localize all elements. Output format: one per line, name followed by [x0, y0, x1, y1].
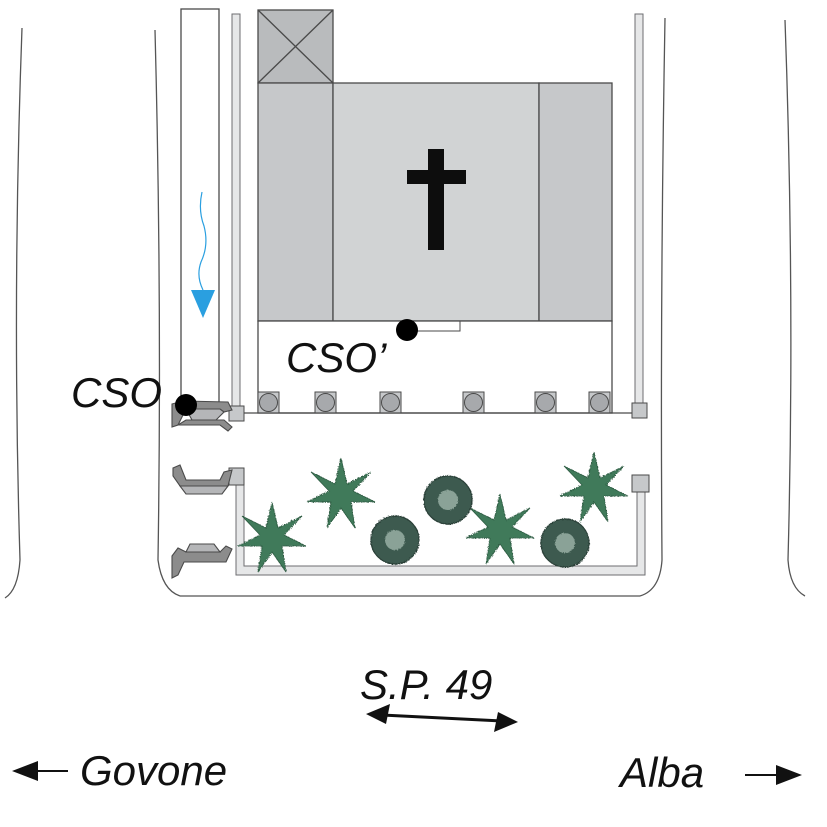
plant-icon [465, 493, 535, 565]
road-edge-left-inner [154, 29, 181, 597]
road-edge-right [784, 19, 806, 597]
double-arrow-icon [366, 704, 518, 732]
right-destination-label: Alba [617, 749, 704, 796]
plant-icon [423, 475, 473, 525]
cso-point [175, 394, 197, 416]
right-wall [634, 13, 644, 411]
manhole [314, 391, 337, 414]
manhole [257, 391, 280, 414]
culvert-icon [172, 464, 233, 495]
left-destination-label: Govone [80, 747, 227, 794]
church-building [257, 9, 613, 322]
cso-label: CSO [71, 369, 162, 416]
wall-post [631, 402, 648, 419]
manhole-row [257, 391, 611, 414]
manhole [462, 391, 485, 414]
flow-arrow-icon [191, 191, 215, 318]
culvert-icon [171, 543, 233, 579]
left-wall [231, 13, 241, 411]
manhole [534, 391, 557, 414]
road-edge-right-inner [639, 17, 666, 597]
side-chapel-right [538, 82, 613, 322]
plant-icon [370, 515, 420, 565]
road-label: S.P. 49 [360, 661, 492, 708]
cso-prime-point [396, 319, 418, 341]
cso-prime-label: CSO’ [286, 334, 387, 381]
plant-icon [306, 457, 376, 529]
arrow-right-icon [745, 765, 802, 785]
plant-icon [559, 451, 629, 523]
manhole [379, 391, 402, 414]
arrow-left-icon [12, 761, 68, 781]
manhole [588, 391, 611, 414]
plant-icon [540, 518, 590, 568]
wall-post [631, 474, 650, 493]
road-edge-left [4, 27, 23, 599]
plant-icon [237, 501, 307, 573]
cross-icon [407, 149, 466, 250]
side-chapel-left [257, 82, 334, 322]
